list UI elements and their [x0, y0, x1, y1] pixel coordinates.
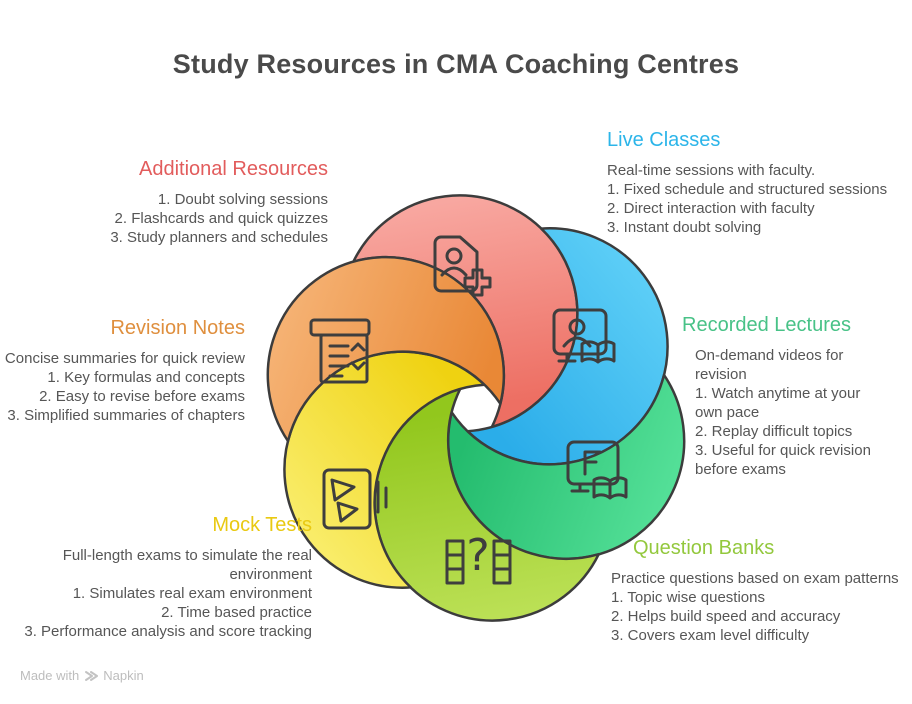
list-item: 1. Topic wise questions: [611, 589, 765, 606]
section-heading-question-banks: Question Banks: [633, 537, 775, 559]
list-item: 3. Instant doubt solving: [607, 219, 762, 236]
list-item: 2. Flashcards and quick quizzes: [114, 210, 328, 227]
list-item: 2. Helps build speed and accuracy: [611, 608, 841, 625]
person-on-screen-book-icon: [552, 308, 616, 364]
add-user-card-icon: [433, 235, 492, 297]
section-body-revision-notes: Concise summaries for quick review 1. Ke…: [0, 349, 245, 425]
section-heading-additional-resources: Additional Resources: [139, 158, 328, 180]
list-item: 1. Fixed schedule and structured session…: [607, 181, 888, 198]
section-body-recorded-lectures: On-demand videos for revision 1. Watch a…: [682, 346, 887, 479]
list-item: 3. Covers exam level difficulty: [611, 627, 810, 644]
napkin-logo-icon: [85, 670, 99, 681]
list-item: 2. Direct interaction with faculty: [607, 200, 815, 217]
section-additional-resources: Additional Resources 1. Doubt solving se…: [82, 157, 328, 247]
section-recorded-lectures: Recorded Lectures On-demand videos for r…: [682, 313, 888, 479]
list-item: 2. Easy to revise before exams: [39, 388, 245, 405]
question-columns-icon: [445, 539, 512, 585]
list-item: 1. Doubt solving sessions: [157, 191, 328, 208]
list-item: On-demand videos for revision: [695, 347, 844, 383]
page-title: Study Resources in CMA Coaching Centres: [172, 49, 740, 79]
letter-screen-book-icon: [566, 440, 628, 500]
question-mark-glyph: ?: [466, 530, 489, 581]
section-revision-notes: Revision Notes Concise summaries for qui…: [0, 316, 245, 425]
list-item: 3. Useful for quick revision before exam…: [695, 442, 871, 478]
list-item: Full-length exams to simulate the real e…: [62, 547, 312, 583]
list-item: 3. Simplified summaries of chapters: [7, 407, 245, 424]
section-body-additional-resources: 1. Doubt solving sessions 2. Flashcards …: [82, 190, 328, 247]
section-live-classes: Live Classes Real-time sessions with fac…: [607, 128, 912, 237]
section-heading-recorded-lectures: Recorded Lectures: [682, 314, 851, 336]
watermark-brand: Napkin: [103, 668, 144, 683]
petal-revision-notes: [266, 255, 506, 443]
list-item: Real-time sessions with faculty.: [607, 162, 816, 179]
section-mock-tests: Mock Tests Full-length exams to simulate…: [0, 513, 312, 641]
test-sheet-icon: [322, 468, 388, 530]
section-heading-revision-notes: Revision Notes: [110, 317, 245, 339]
list-item: 1. Watch anytime at your own pace: [695, 385, 861, 421]
section-heading-mock-tests: Mock Tests: [212, 514, 312, 536]
list-item: 2. Replay difficult topics: [695, 423, 853, 440]
list-item: 1. Simulates real exam environment: [72, 585, 312, 602]
made-with-napkin-watermark: Made with Napkin: [20, 668, 144, 683]
list-item: 1. Key formulas and concepts: [47, 369, 245, 386]
section-question-banks: Question Banks Practice questions based …: [611, 536, 912, 645]
section-body-mock-tests: Full-length exams to simulate the real e…: [0, 546, 312, 641]
list-item: 3. Study planners and schedules: [110, 229, 328, 246]
list-item: Concise summaries for quick review: [4, 350, 245, 367]
section-body-question-banks: Practice questions based on exam pattern…: [611, 569, 912, 645]
section-heading-live-classes: Live Classes: [607, 129, 721, 151]
list-item: Practice questions based on exam pattern…: [611, 570, 899, 587]
notes-scroll-icon: [309, 318, 371, 384]
list-item: 2. Time based practice: [161, 604, 312, 621]
section-body-live-classes: Real-time sessions with faculty. 1. Fixe…: [607, 161, 912, 237]
watermark-prefix: Made with: [20, 668, 80, 683]
list-item: 3. Performance analysis and score tracki…: [24, 623, 312, 640]
